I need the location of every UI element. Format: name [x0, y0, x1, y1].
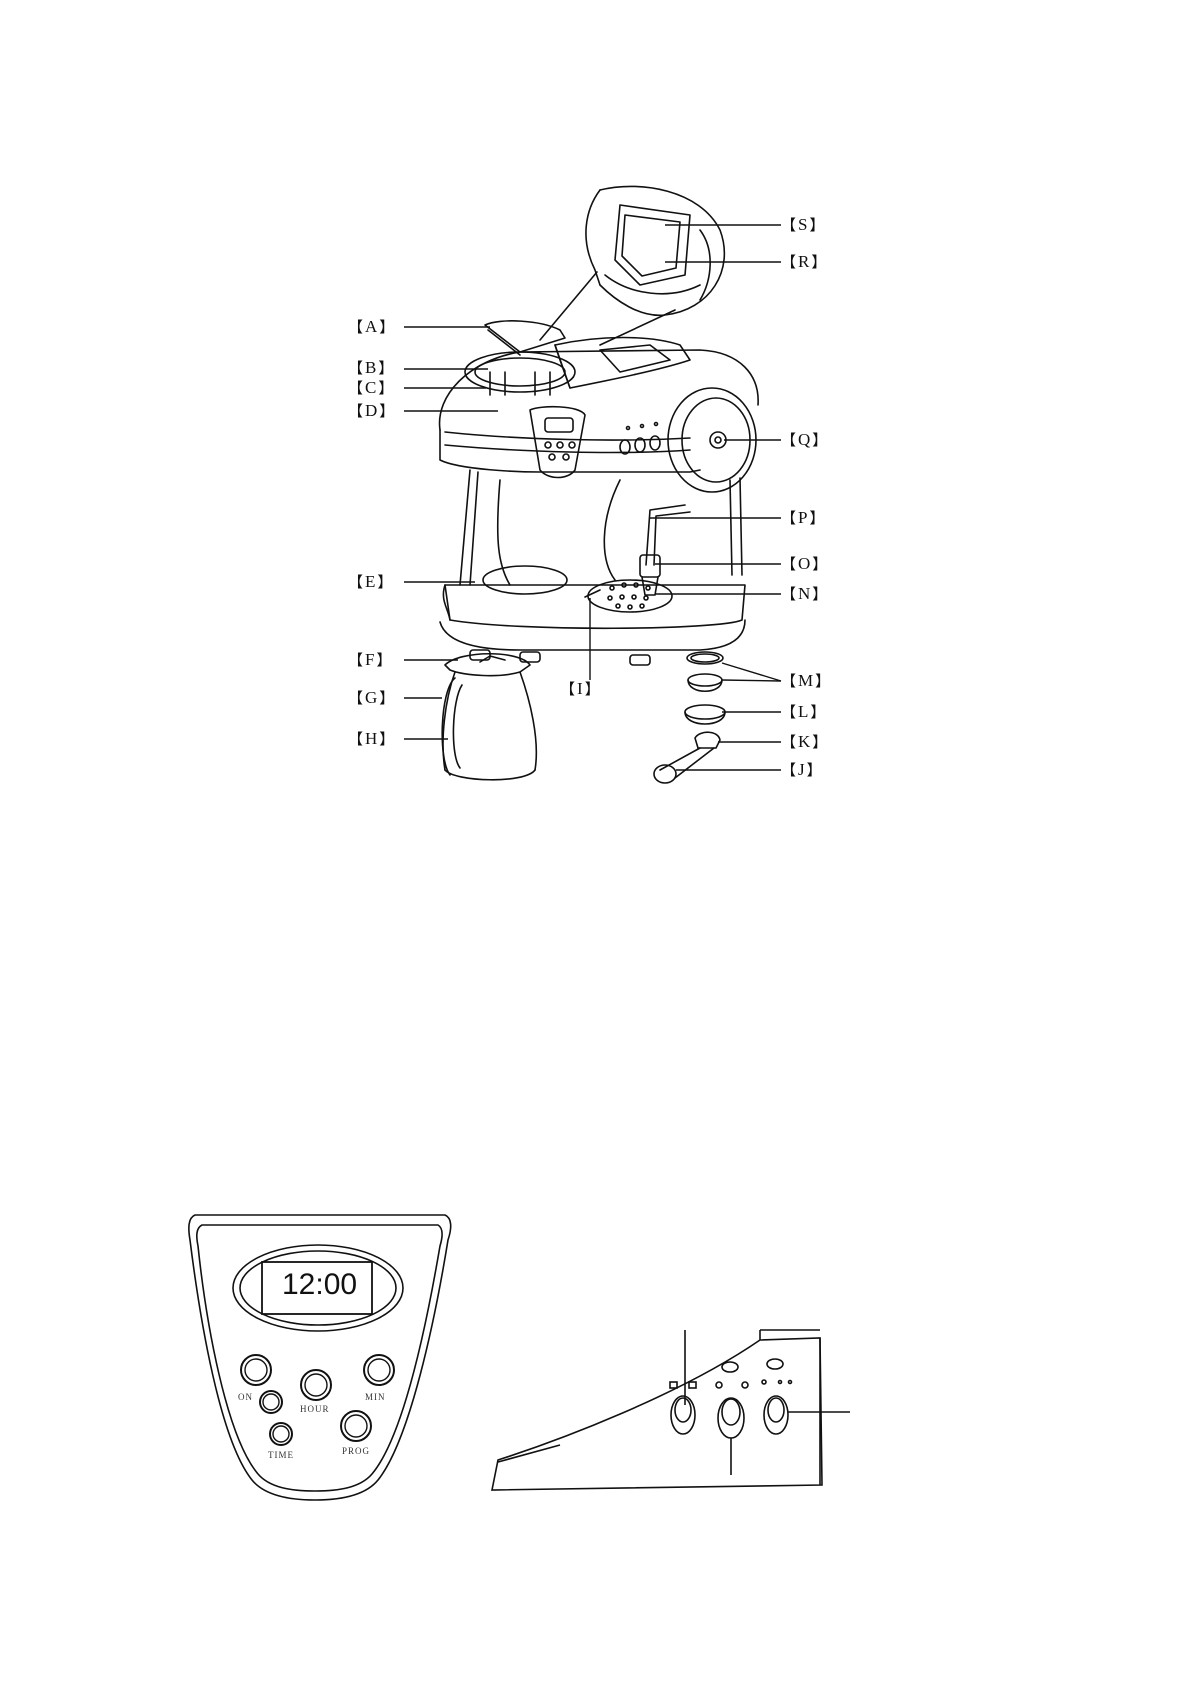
selector-knob-3[interactable] — [764, 1395, 790, 1435]
selector-knob-2[interactable] — [718, 1398, 744, 1438]
selector-knob-1[interactable] — [670, 1395, 696, 1435]
